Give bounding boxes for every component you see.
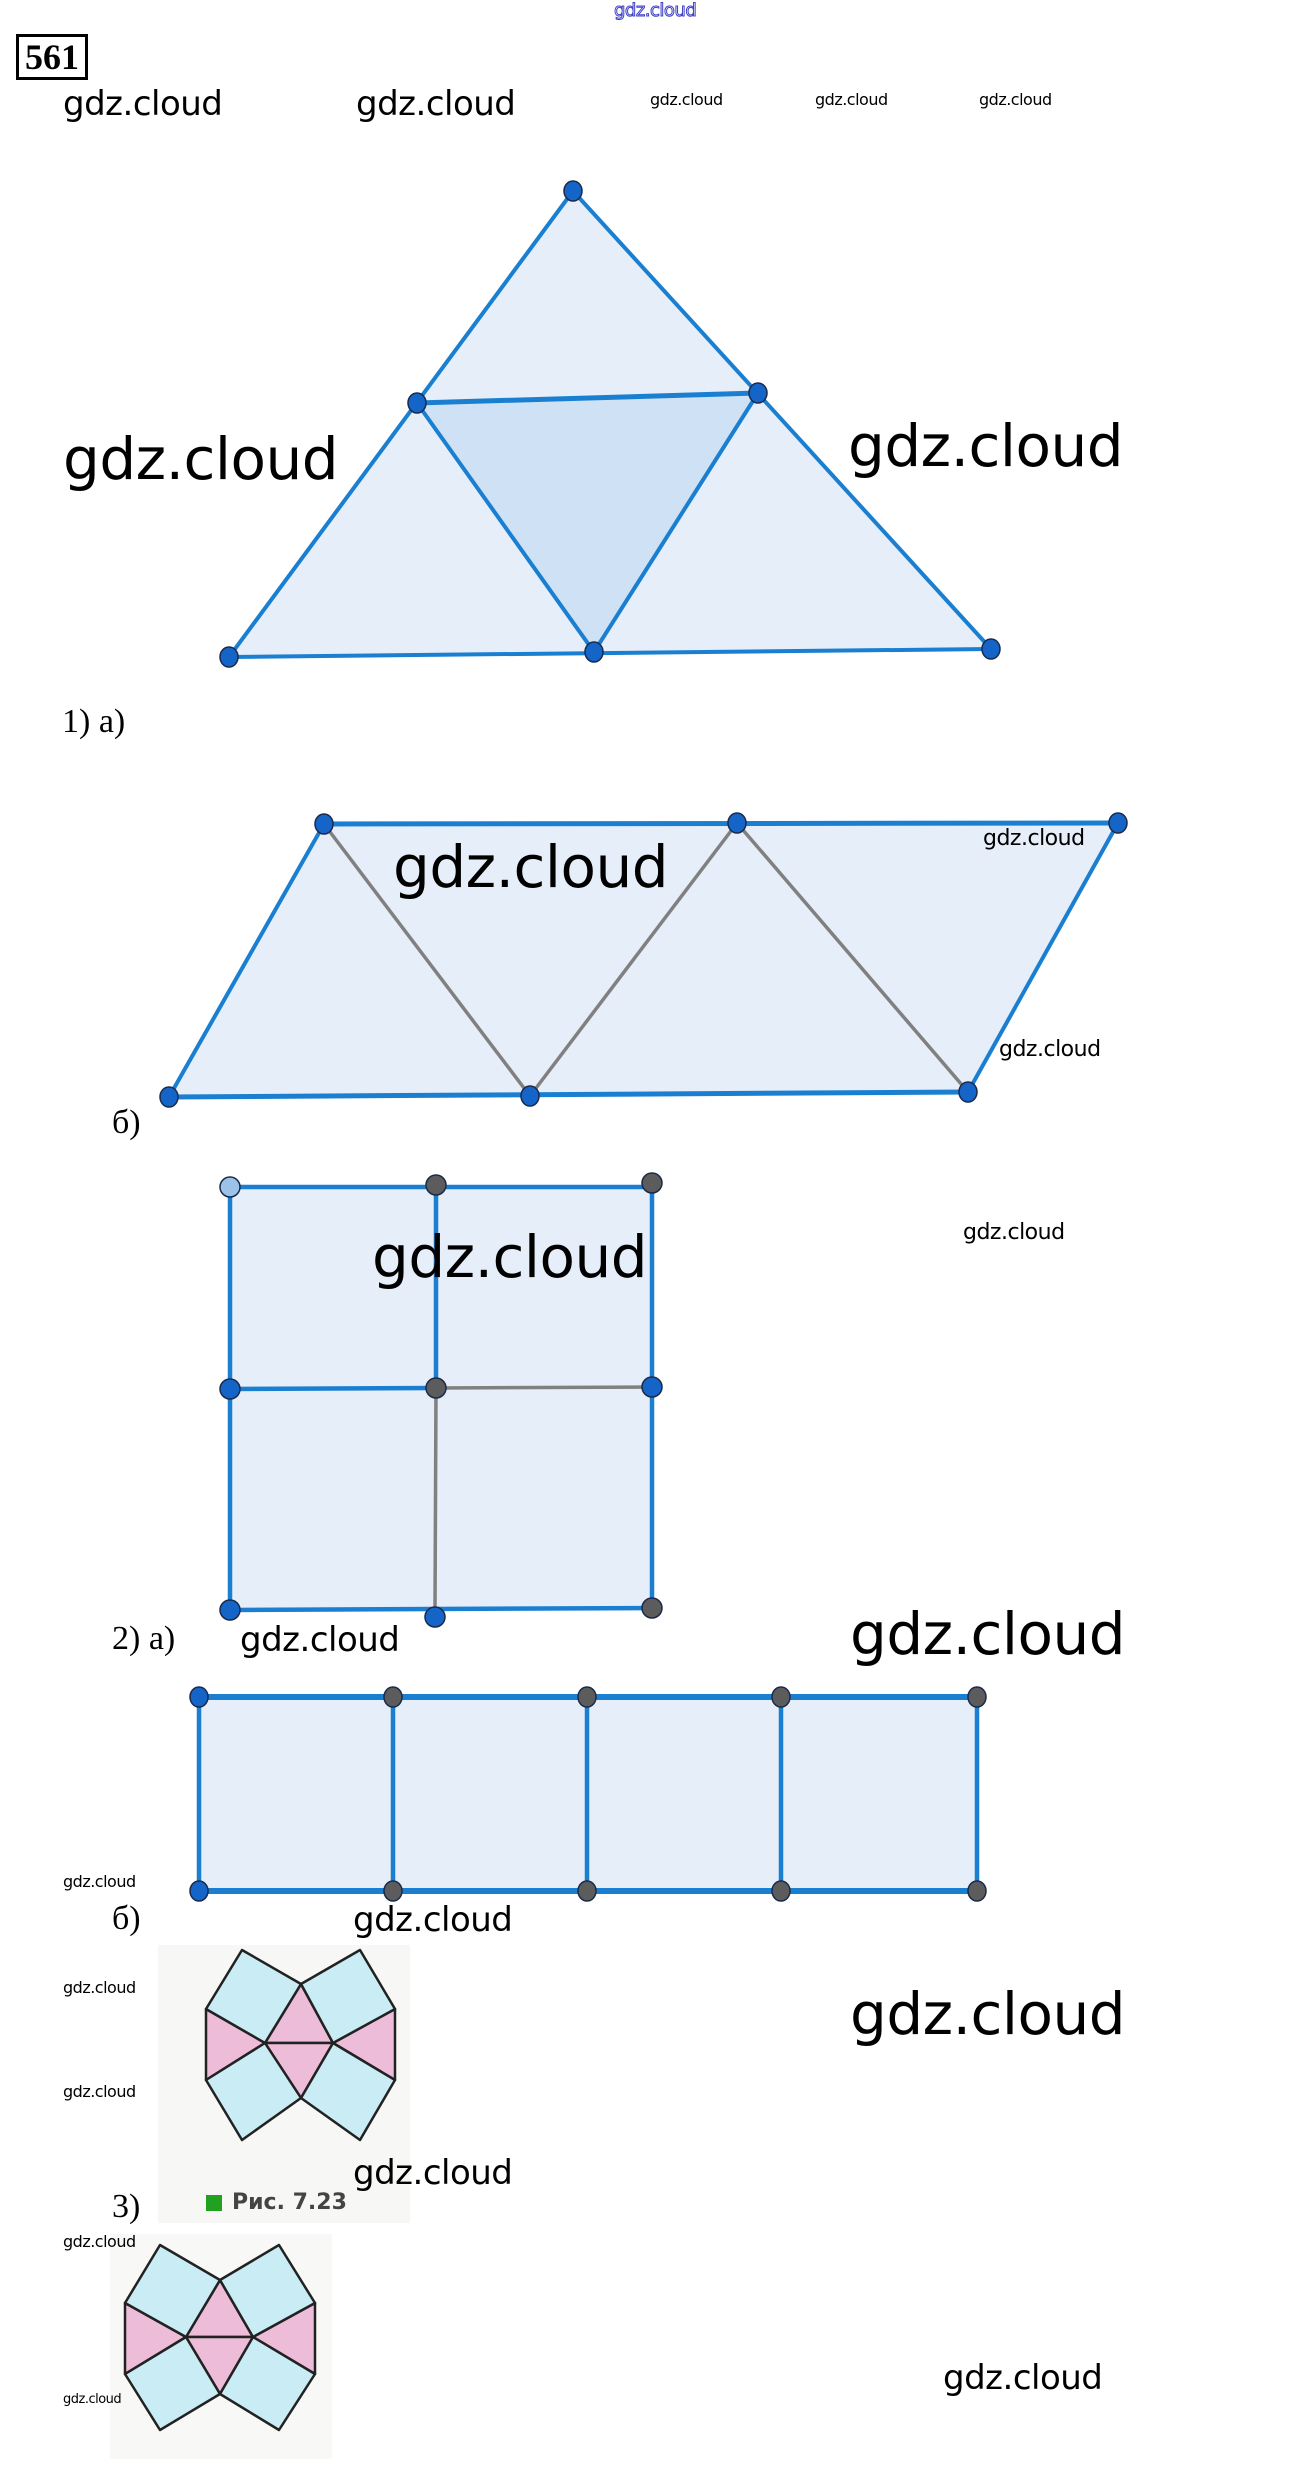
edge	[168, 1089, 969, 1100]
part-label-1a: 1) а)	[62, 703, 126, 740]
inner-edge	[735, 821, 970, 1094]
part-label-1b: б)	[112, 1104, 141, 1141]
vertex	[981, 638, 1001, 660]
inner-edge	[528, 821, 739, 1098]
vertex	[641, 1597, 663, 1619]
vertex	[577, 1686, 597, 1708]
vertex	[958, 1081, 978, 1103]
vertex	[159, 1086, 179, 1108]
watermark: gdz.cloud	[240, 1620, 400, 1660]
edge	[228, 647, 992, 659]
vertex	[219, 1176, 241, 1198]
watermark: gdz.cloud	[983, 826, 1085, 851]
watermark: gdz.cloud	[372, 1223, 648, 1291]
vertex	[771, 1880, 791, 1902]
edge	[416, 390, 759, 406]
vertex	[424, 1606, 446, 1628]
figure-parallelogram	[159, 812, 1128, 1108]
vertex	[219, 646, 239, 668]
figure-square-row	[189, 1686, 987, 1902]
watermark: gdz.cloud	[353, 2153, 513, 2193]
parallelogram-fill	[169, 823, 1118, 1097]
watermark: gdz.cloud	[63, 2392, 122, 2407]
watermark: gdz.cloud	[850, 1600, 1126, 1668]
vertex	[1108, 812, 1128, 834]
watermark: gdz.cloud	[943, 2358, 1103, 2398]
edge	[571, 189, 993, 651]
part-label-3: 3)	[112, 2188, 141, 2225]
inner-edge	[322, 822, 532, 1098]
vertex	[425, 1174, 447, 1196]
watermark: gdz.cloud	[63, 1872, 136, 1891]
watermark: gdz.cloud	[850, 1980, 1126, 2048]
vertex	[641, 1376, 663, 1398]
vertex	[219, 1599, 241, 1621]
watermark: gdz.cloud	[353, 1900, 513, 1940]
edge	[592, 391, 760, 654]
task-number-box: 561	[16, 34, 88, 80]
vertex	[219, 1378, 241, 1400]
edge	[167, 823, 326, 1098]
vertex	[425, 1377, 447, 1399]
edge	[227, 189, 575, 659]
vertex	[383, 1686, 403, 1708]
watermark: gdz.cloud	[63, 84, 223, 124]
vertex	[577, 1880, 597, 1902]
square-fill	[230, 1187, 652, 1610]
edge	[323, 820, 1119, 827]
vertex	[407, 392, 427, 414]
vertex	[383, 1880, 403, 1902]
vertex	[314, 813, 334, 835]
top-watermark: gdz.cloud	[613, 0, 697, 22]
watermark: gdz.cloud	[63, 2082, 136, 2101]
cyan-square	[299, 2041, 397, 2142]
inner-edge	[435, 1385, 653, 1390]
vertex	[641, 1172, 663, 1194]
edge	[229, 1385, 437, 1392]
inner-edge	[433, 1387, 438, 1611]
watermark: gdz.cloud	[63, 2232, 136, 2251]
edge	[415, 401, 596, 654]
watermark: gdz.cloud	[356, 84, 516, 124]
watermark: gdz.cloud	[979, 90, 1052, 109]
watermark: gdz.cloud	[63, 425, 339, 493]
part-label-2a: 2) а)	[112, 1620, 176, 1657]
vertex	[967, 1880, 987, 1902]
watermark: gdz.cloud	[963, 1220, 1065, 1245]
cyan-square	[218, 2335, 317, 2432]
figure-723-tiling	[204, 1948, 397, 2142]
figure-3-tiling	[123, 2243, 317, 2432]
vertex	[189, 1880, 209, 1902]
watermark: gdz.cloud	[848, 412, 1124, 480]
watermark: gdz.cloud	[999, 1037, 1101, 1062]
vertex	[520, 1085, 540, 1107]
middle-triangle-fill	[417, 393, 758, 652]
watermark: gdz.cloud	[815, 90, 888, 109]
figure-square-grid	[219, 1172, 663, 1628]
figure-caption-text: Рис. 7.23	[232, 2190, 347, 2215]
task-number: 561	[25, 37, 79, 77]
part-label-2b: б)	[112, 1900, 141, 1937]
caption-square-icon	[206, 2194, 222, 2211]
vertex	[967, 1686, 987, 1708]
vertex	[727, 812, 747, 834]
vertex	[584, 641, 604, 663]
vertex	[563, 180, 583, 202]
vertex	[771, 1686, 791, 1708]
watermark: gdz.cloud	[63, 1978, 136, 1997]
watermark: gdz.cloud	[393, 833, 669, 901]
figure-triangle	[219, 180, 1001, 668]
vertex	[748, 382, 768, 404]
edge	[966, 822, 1120, 1093]
watermark: gdz.cloud	[650, 90, 723, 109]
figure-caption: Рис. 7.23	[206, 2190, 347, 2215]
vertex	[189, 1686, 209, 1708]
